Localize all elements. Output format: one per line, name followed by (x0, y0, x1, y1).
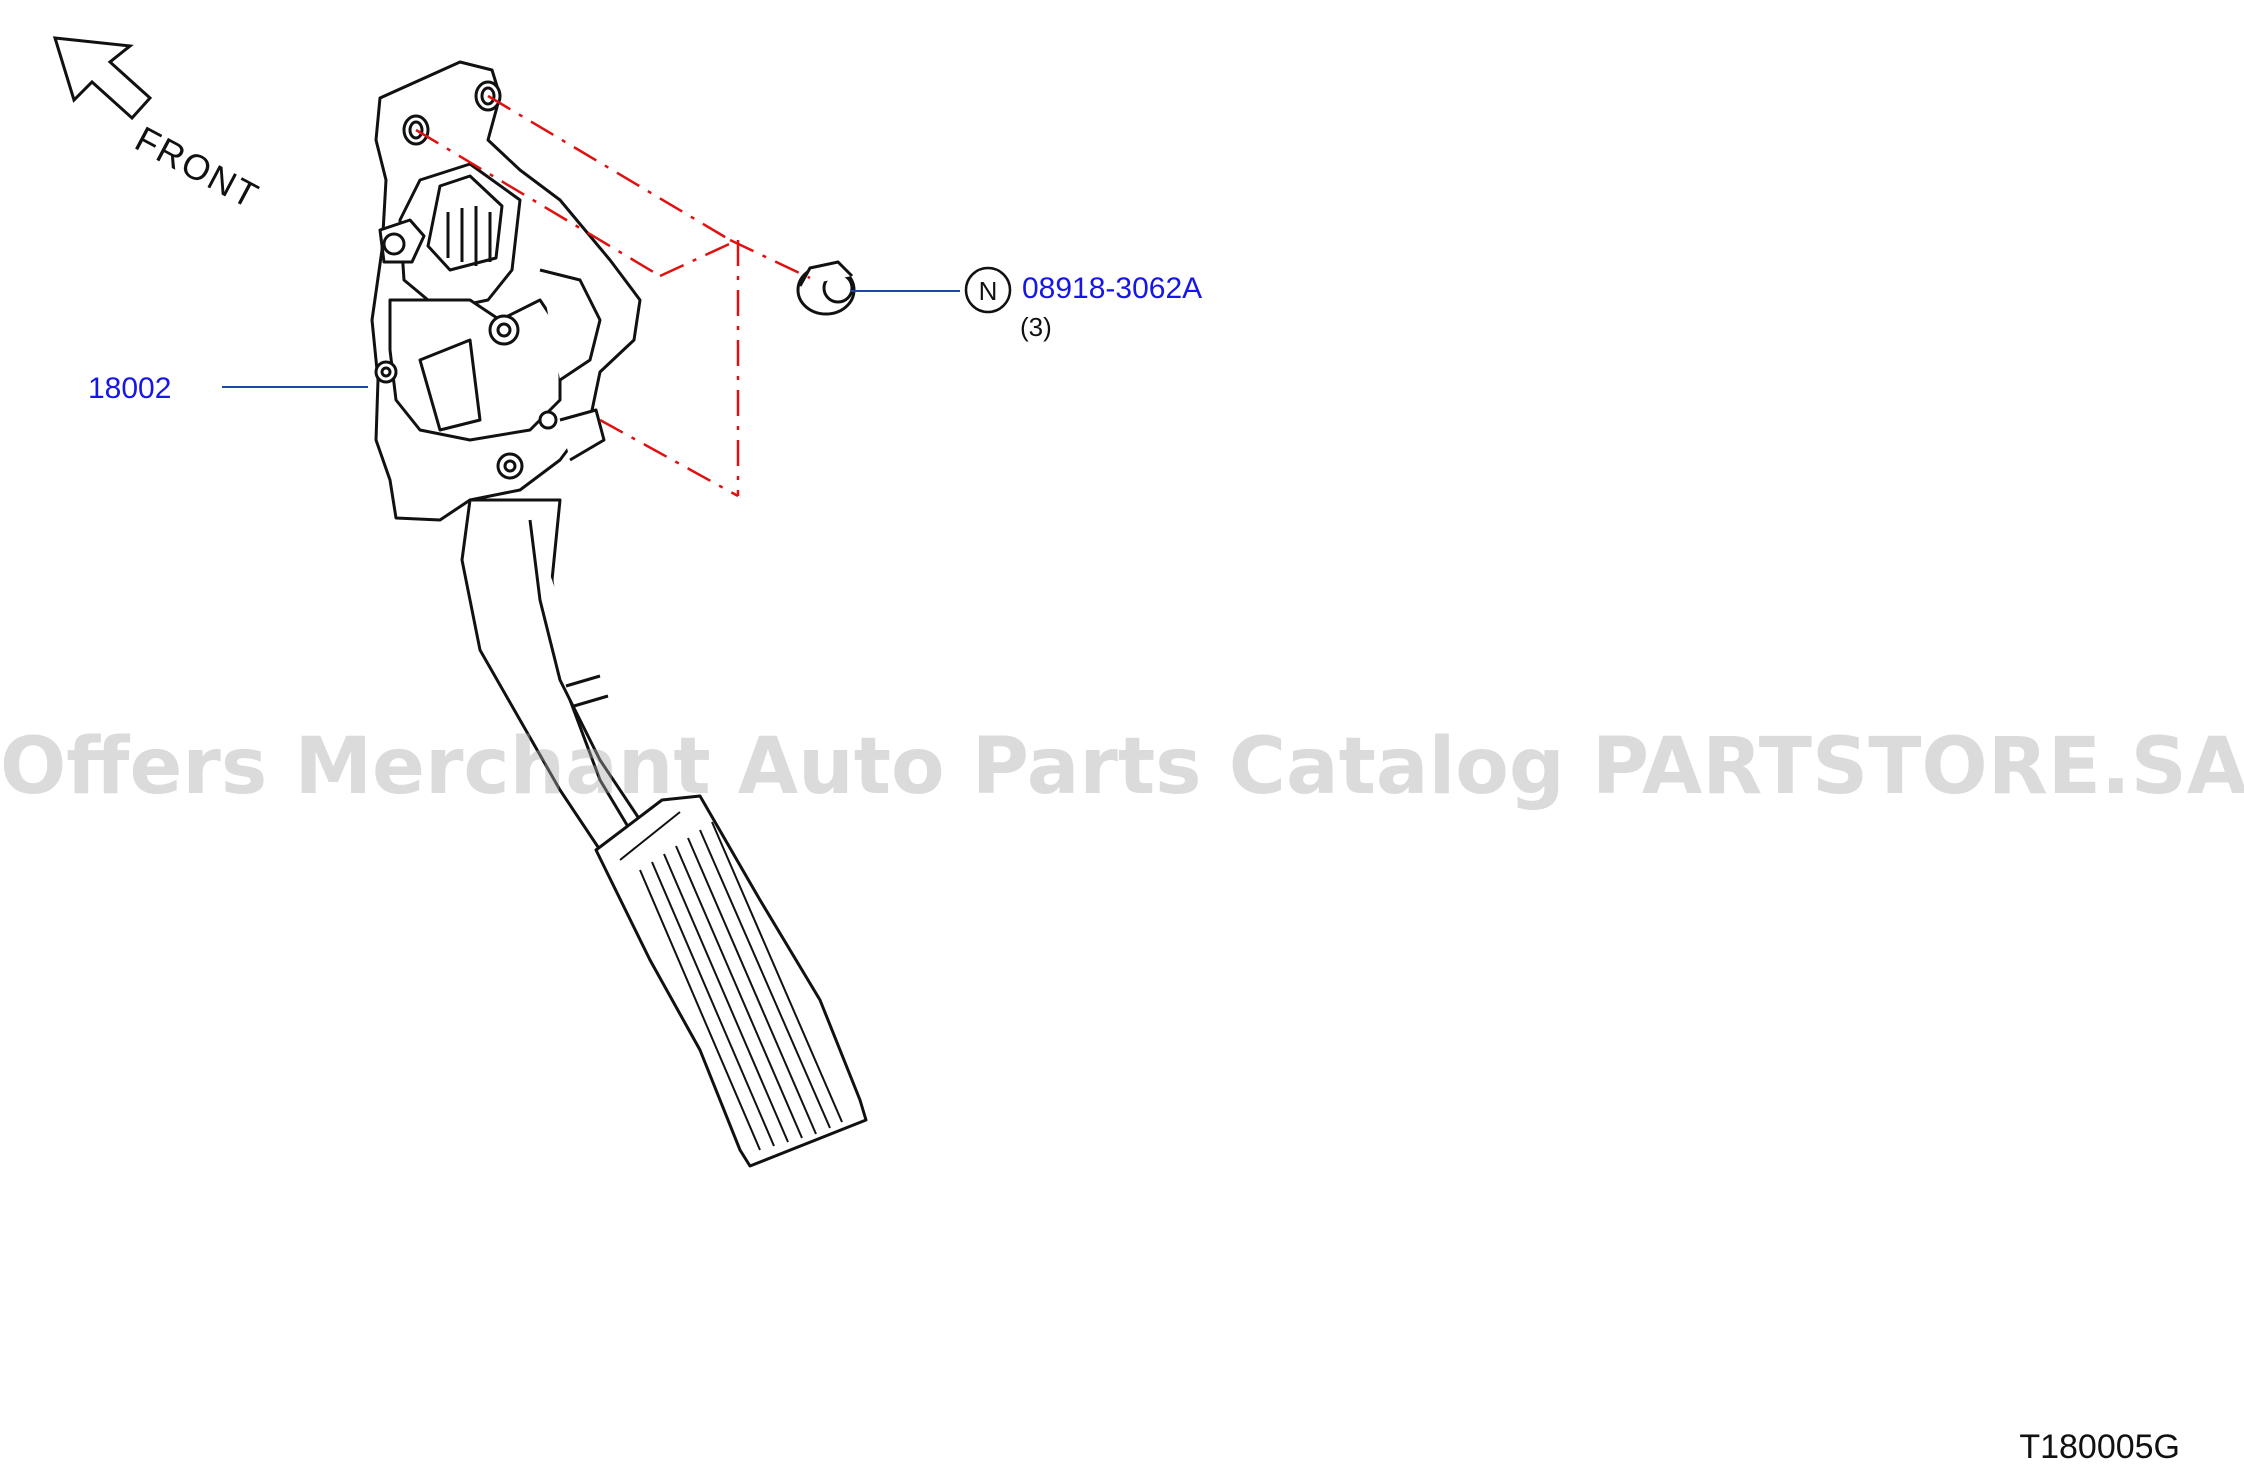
part-number-18002-link[interactable]: 18002 (88, 372, 172, 405)
nut-quantity-label: (3) (1020, 312, 1052, 342)
front-arrow-icon (52, 36, 153, 121)
flange-nut-icon (796, 260, 856, 316)
n-marker-icon: N (964, 266, 1012, 314)
part-number-08918-link[interactable]: 08918-3062A (1022, 272, 1203, 305)
accelerator-pedal-assembly (370, 60, 868, 1168)
n-marker-text: N (979, 276, 998, 306)
leader-lines (222, 290, 960, 388)
mounting-reference-lines (415, 94, 811, 498)
illustration-id-label: T180005G (2019, 1428, 2180, 1466)
